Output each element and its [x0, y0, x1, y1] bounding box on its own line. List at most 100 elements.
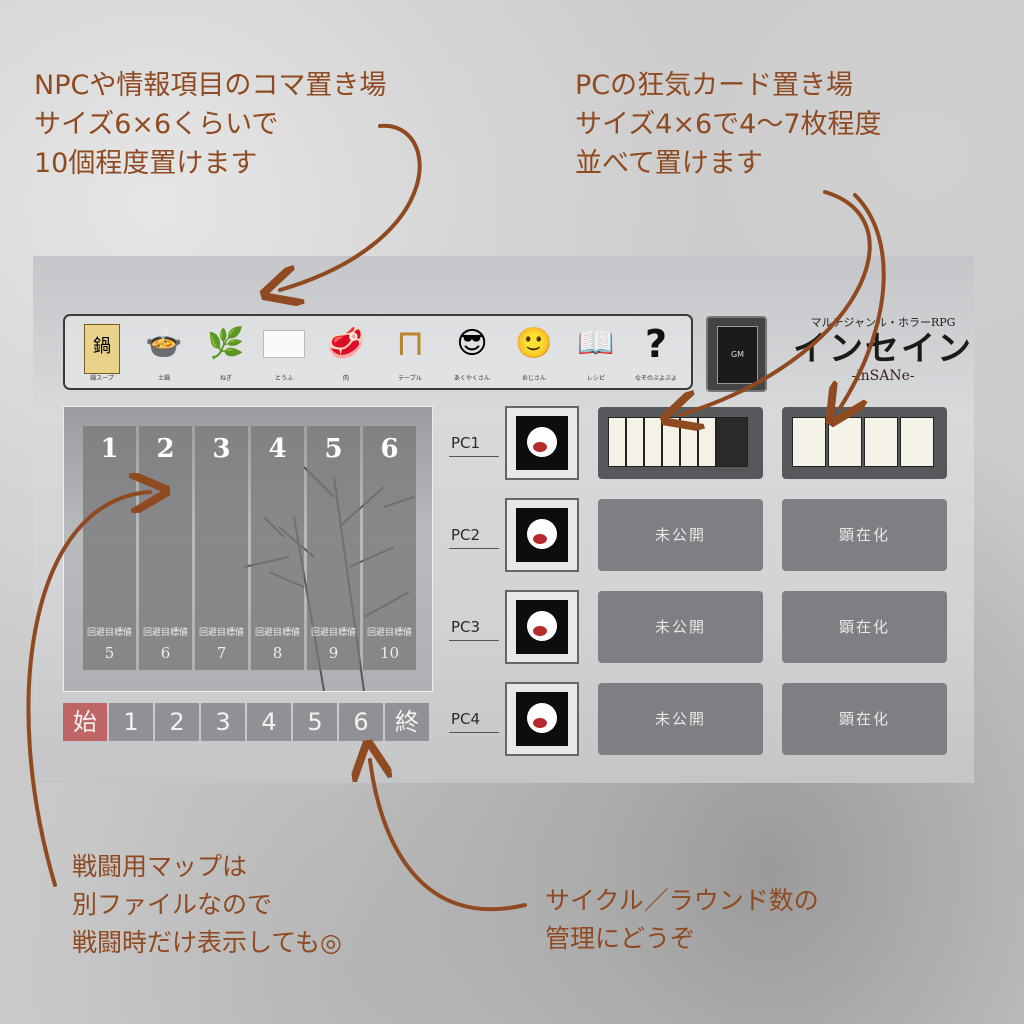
pc2-token[interactable] — [505, 498, 579, 572]
pc4-madness-card-slot[interactable]: 未公開 — [598, 683, 763, 755]
npc-piece-soup[interactable]: 鍋 鍋スープ — [73, 324, 131, 382]
npc-piece-uncle[interactable]: 🙂 おじさん — [505, 324, 563, 382]
arrow-to-madness-cards — [680, 190, 872, 415]
column-value: 5 — [104, 644, 115, 662]
npc-piece-table[interactable]: ⊓ テーブル — [381, 323, 439, 383]
leek-icon: 🌿 — [207, 326, 245, 361]
round-cell-end[interactable]: 終 — [385, 703, 429, 741]
annotation-battle-map: 戦闘用マップは 別ファイルなので 戦闘時だけ表示しても◎ — [72, 852, 342, 957]
eye-icon — [527, 427, 557, 457]
npc-piece-label: ねぎ — [219, 375, 232, 382]
manifest-card[interactable] — [864, 417, 898, 467]
floor-column-3[interactable]: 3 回避目標値 7 — [195, 426, 248, 670]
column-value: 10 — [379, 644, 400, 662]
column-caption: 回避目標値 — [310, 628, 356, 638]
pc3-label: PC3 — [451, 618, 481, 636]
arrow-to-round-track — [370, 760, 527, 912]
clay-pot-icon: 🍲 — [145, 326, 183, 361]
column-caption: 回避目標値 — [366, 628, 412, 638]
meat-icon: 🥩 — [327, 326, 365, 361]
npc-piece-label: とうふ — [274, 375, 293, 382]
column-number: 6 — [380, 434, 399, 464]
manifest-card[interactable] — [900, 417, 934, 467]
npc-piece-villain[interactable]: 😎 あくやくさん — [443, 324, 501, 382]
manifest-card[interactable] — [792, 417, 826, 467]
column-value: 9 — [328, 644, 339, 662]
pc2-manifest-card-slot[interactable]: 顕在化 — [782, 499, 947, 571]
column-number: 2 — [156, 434, 175, 464]
round-cell-4[interactable]: 4 — [247, 703, 291, 741]
pc2-madness-card-slot[interactable]: 未公開 — [598, 499, 763, 571]
column-value: 8 — [272, 644, 283, 662]
column-number: 3 — [212, 434, 231, 464]
eye-icon — [527, 703, 557, 733]
npc-piece-label: 鍋スープ — [90, 375, 114, 382]
npc-piece-mystery[interactable]: ? なぞのぶよぶよ — [627, 324, 685, 382]
man-icon: 🙂 — [515, 326, 553, 361]
gm-card-deck[interactable]: GM — [706, 316, 767, 392]
column-caption: 回避目標値 — [198, 628, 244, 638]
madness-card[interactable] — [608, 417, 626, 467]
gm-mini-card[interactable] — [716, 417, 748, 467]
eye-icon — [527, 611, 557, 641]
pc1-token[interactable] — [505, 406, 579, 480]
npc-piece-label: おじさん — [521, 375, 546, 382]
round-cell-2[interactable]: 2 — [155, 703, 199, 741]
floor-column-1[interactable]: 1 回避目標値 5 — [83, 426, 136, 670]
npc-piece-recipe[interactable]: 📖 レシピ — [567, 324, 625, 382]
npc-piece-tray: 鍋 鍋スープ 🍲 土鍋 🌿 ねぎ とうふ 🥩 肉 ⊓ テーブル 😎 あくやくさん — [63, 314, 693, 390]
pc-face — [516, 416, 568, 470]
question-icon: ? — [644, 322, 668, 366]
npc-piece-tofu[interactable]: とうふ — [255, 324, 313, 382]
npc-piece-pot[interactable]: 🍲 土鍋 — [135, 324, 193, 382]
round-cell-3[interactable]: 3 — [201, 703, 245, 741]
round-track: 始 1 2 3 4 5 6 終 — [63, 703, 431, 741]
madness-card[interactable] — [626, 417, 644, 467]
column-caption: 回避目標値 — [254, 628, 300, 638]
column-number: 1 — [100, 434, 119, 464]
column-caption: 回避目標値 — [142, 628, 188, 638]
floor-column-4[interactable]: 4 回避目標値 8 — [251, 426, 304, 670]
pc4-token[interactable] — [505, 682, 579, 756]
npc-piece-label: レシピ — [586, 375, 605, 382]
round-cell-1[interactable]: 1 — [109, 703, 153, 741]
pc3-madness-card-slot[interactable]: 未公開 — [598, 591, 763, 663]
round-cell-start[interactable]: 始 — [63, 703, 107, 741]
pc2-label: PC2 — [451, 526, 481, 544]
round-cell-5[interactable]: 5 — [293, 703, 337, 741]
floor-column-2[interactable]: 2 回避目標値 6 — [139, 426, 192, 670]
column-number: 4 — [268, 434, 287, 464]
pc2-divider — [449, 548, 499, 549]
sunglasses-man-icon: 😎 — [456, 326, 488, 361]
pc3-divider — [449, 640, 499, 641]
npc-piece-leek[interactable]: 🌿 ねぎ — [197, 324, 255, 382]
logo-english: -inSANe- — [851, 368, 915, 384]
floor-column-5[interactable]: 5 回避目標値 9 — [307, 426, 360, 670]
pc1-divider — [449, 456, 499, 457]
npc-piece-meat[interactable]: 🥩 肉 — [317, 324, 375, 382]
column-value: 6 — [160, 644, 171, 662]
pc-face — [516, 600, 568, 654]
table-icon: ⊓ — [395, 323, 425, 364]
pc3-token[interactable] — [505, 590, 579, 664]
npc-piece-label: テーブル — [398, 375, 422, 382]
eye-icon — [527, 519, 557, 549]
floor-column-6[interactable]: 6 回避目標値 10 — [363, 426, 416, 670]
column-caption: 回避目標値 — [86, 628, 132, 638]
round-cell-6[interactable]: 6 — [339, 703, 383, 741]
arrow-to-manifest-cards — [840, 193, 886, 408]
npc-piece-label: なぞのぶよぶよ — [634, 375, 677, 382]
npc-piece-label: 土鍋 — [157, 375, 170, 382]
floor-board: 1 回避目標値 5 2 回避目標値 6 3 回避目標値 7 4 回避目標値 8 … — [63, 406, 433, 692]
npc-piece-label: 肉 — [342, 375, 349, 382]
book-icon: 📖 — [577, 326, 615, 361]
column-value: 7 — [216, 644, 227, 662]
pc4-manifest-card-slot[interactable]: 顕在化 — [782, 683, 947, 755]
pc4-divider — [449, 732, 499, 733]
npc-piece-label: あくやくさん — [453, 375, 490, 382]
tofu-icon — [263, 330, 305, 358]
annotation-cycle: サイクル／ラウンド数の 管理にどうぞ — [545, 886, 819, 953]
pc3-manifest-card-slot[interactable]: 顕在化 — [782, 591, 947, 663]
soup-pack-icon: 鍋 — [84, 324, 120, 374]
